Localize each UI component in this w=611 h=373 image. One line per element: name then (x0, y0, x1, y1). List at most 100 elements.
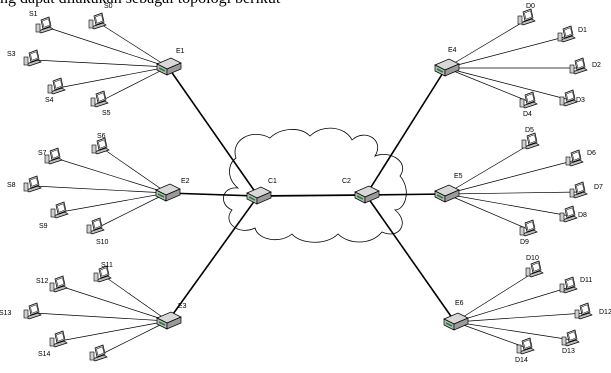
router-label-e2: E2 (181, 178, 190, 185)
computer-icon[interactable] (23, 49, 42, 67)
router-e4[interactable] (434, 58, 460, 77)
host-link (100, 66, 169, 102)
host-link (54, 157, 168, 194)
host-label-d10: D10 (526, 255, 539, 262)
computer-icon[interactable] (86, 217, 105, 235)
computer-icon[interactable] (516, 337, 535, 355)
host-link (96, 192, 168, 229)
computer-icon[interactable] (90, 90, 109, 108)
computer-icon[interactable] (519, 91, 538, 109)
host-link (454, 286, 571, 323)
host-label-d2: D2 (592, 62, 601, 69)
host-label-d0: D0 (526, 3, 535, 10)
computer-icon[interactable] (517, 8, 536, 26)
host-label-s12: S12 (36, 278, 49, 285)
host-label-s13: S13 (0, 310, 12, 317)
host-label-s4: S4 (45, 97, 54, 104)
host-label-s9: S9 (39, 223, 48, 230)
host-link (454, 270, 537, 323)
computer-icon[interactable] (519, 219, 538, 237)
network-cloud (223, 127, 407, 243)
computer-icon[interactable] (23, 302, 42, 320)
computer-icon[interactable] (93, 265, 112, 283)
host-label-d14: D14 (515, 357, 528, 364)
router-c1[interactable] (246, 186, 272, 205)
router-label-c1: C1 (268, 178, 277, 185)
computer-icon[interactable] (557, 25, 576, 43)
host-label-d11: D11 (580, 277, 592, 284)
host-label-d5: D5 (525, 127, 534, 134)
host-link (445, 18, 529, 69)
host-label-s1: S1 (29, 11, 38, 18)
router-e6[interactable] (443, 312, 469, 331)
host-label-d4: D4 (523, 111, 532, 118)
header-text: ng dapat dilakukan sebagai topologi beri… (0, 0, 280, 8)
host-link (103, 275, 169, 322)
computer-icon[interactable] (35, 16, 54, 34)
computer-icon[interactable] (574, 302, 593, 320)
host-link (445, 67, 531, 103)
host-link (99, 320, 169, 356)
router-e1[interactable] (156, 57, 182, 76)
computer-icon[interactable] (49, 275, 68, 293)
router-label-e5: E5 (454, 173, 463, 180)
computer-icon[interactable] (47, 77, 66, 95)
host-link (454, 321, 528, 349)
host-link (45, 26, 169, 68)
router-e5[interactable] (434, 184, 460, 203)
host-link (33, 59, 169, 68)
computer-icon[interactable] (525, 260, 544, 278)
host-link (454, 321, 573, 341)
host-label-d9: D9 (520, 239, 529, 246)
router-e3[interactable] (156, 311, 182, 330)
computer-icon[interactable] (559, 276, 578, 294)
link-c1-c2 (257, 194, 367, 197)
host-link (60, 192, 168, 213)
host-label-d7: D7 (594, 184, 603, 191)
host-label-d1: D1 (578, 27, 587, 34)
link-e2-c1 (166, 192, 259, 197)
host-link (57, 66, 169, 89)
host-link (445, 142, 533, 195)
host-label-d3: D3 (576, 97, 585, 104)
router-e2[interactable] (155, 183, 181, 202)
host-link (33, 185, 168, 194)
host-label-s5: S5 (102, 110, 111, 117)
host-link (445, 159, 577, 195)
link-e1-c1 (167, 66, 259, 197)
computer-icon[interactable] (521, 132, 540, 150)
computer-icon[interactable] (89, 344, 108, 362)
host-link (454, 312, 586, 323)
computer-icon[interactable] (44, 147, 63, 165)
computer-icon[interactable] (91, 137, 110, 155)
computer-icon[interactable] (23, 175, 42, 193)
host-link (98, 22, 169, 68)
computer-icon[interactable] (559, 89, 578, 107)
host-label-s8: S8 (7, 182, 16, 189)
computer-icon[interactable] (569, 181, 588, 199)
computer-icon[interactable] (88, 12, 107, 30)
host-label-d13: D13 (562, 348, 575, 355)
router-label-e6: E6 (455, 300, 464, 307)
computer-icon[interactable] (50, 201, 69, 219)
computer-icon[interactable] (561, 329, 580, 347)
router-label-c2: C2 (342, 178, 351, 185)
router-c2[interactable] (354, 185, 380, 204)
host-label-s11: S11 (101, 262, 113, 269)
host-label-d12: D12 (599, 309, 611, 316)
computer-icon[interactable] (559, 205, 578, 223)
host-link (33, 312, 169, 322)
link-c2-e4 (365, 67, 447, 196)
computer-icon[interactable] (565, 149, 584, 167)
host-link (445, 193, 531, 231)
computer-icon[interactable] (569, 57, 588, 75)
router-label-e3: E3 (178, 303, 187, 310)
host-label-s14: S14 (38, 351, 51, 358)
host-label-s3: S3 (7, 51, 16, 58)
computer-icon[interactable] (49, 330, 68, 348)
host-link (445, 67, 571, 101)
router-label-e4: E4 (448, 47, 457, 54)
host-link (59, 320, 169, 342)
link-c2-e6 (365, 194, 456, 323)
